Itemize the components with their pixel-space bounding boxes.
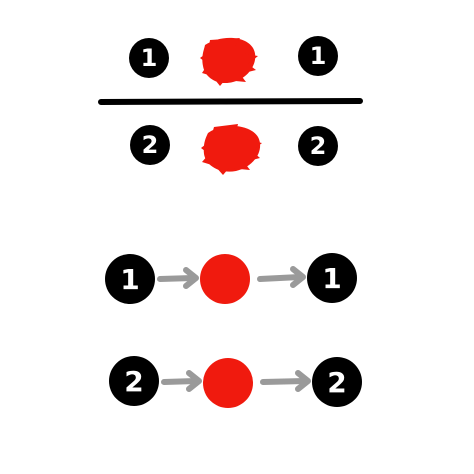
flow-row-1-left-node: 1 <box>105 254 155 304</box>
flow-row-2: 2 2 <box>109 356 362 408</box>
fraction-top-left-number: 1 <box>141 44 158 72</box>
fraction-top-right-node: 1 <box>298 36 338 76</box>
flow-row-1-right-number: 1 <box>322 262 341 295</box>
flow-row-1-center-circle <box>200 254 250 304</box>
fraction-bottom-left-number: 2 <box>142 131 159 159</box>
flow-row-2-right-number: 2 <box>327 366 346 399</box>
fraction-top-right-number: 1 <box>310 42 327 70</box>
flow-row-1: 1 1 <box>105 253 357 304</box>
flow-row-1-left-arrow-icon <box>157 267 199 289</box>
fraction-bottom-scribble-icon <box>201 124 262 175</box>
flow-row-2-right-node: 2 <box>312 357 362 407</box>
fraction-bottom-right-node: 2 <box>298 126 338 166</box>
flow-row-2-left-number: 2 <box>124 365 143 398</box>
fraction-top-left-node: 1 <box>129 38 169 78</box>
flow-row-1-right-arrow-icon <box>257 266 306 288</box>
flow-row-1-left-number: 1 <box>120 263 139 296</box>
fraction-bottom-left-node: 2 <box>130 125 170 165</box>
fraction-bottom-right-number: 2 <box>310 132 327 160</box>
flow-row-1-right-node: 1 <box>307 253 357 303</box>
fraction-divider <box>98 98 363 105</box>
flow-row-2-left-node: 2 <box>109 356 159 406</box>
flow-row-2-left-arrow-icon <box>161 370 202 392</box>
fraction-top-scribble-icon <box>200 37 258 86</box>
flow-row-2-right-arrow-icon <box>260 370 311 392</box>
flow-row-2-center-circle <box>203 358 253 408</box>
